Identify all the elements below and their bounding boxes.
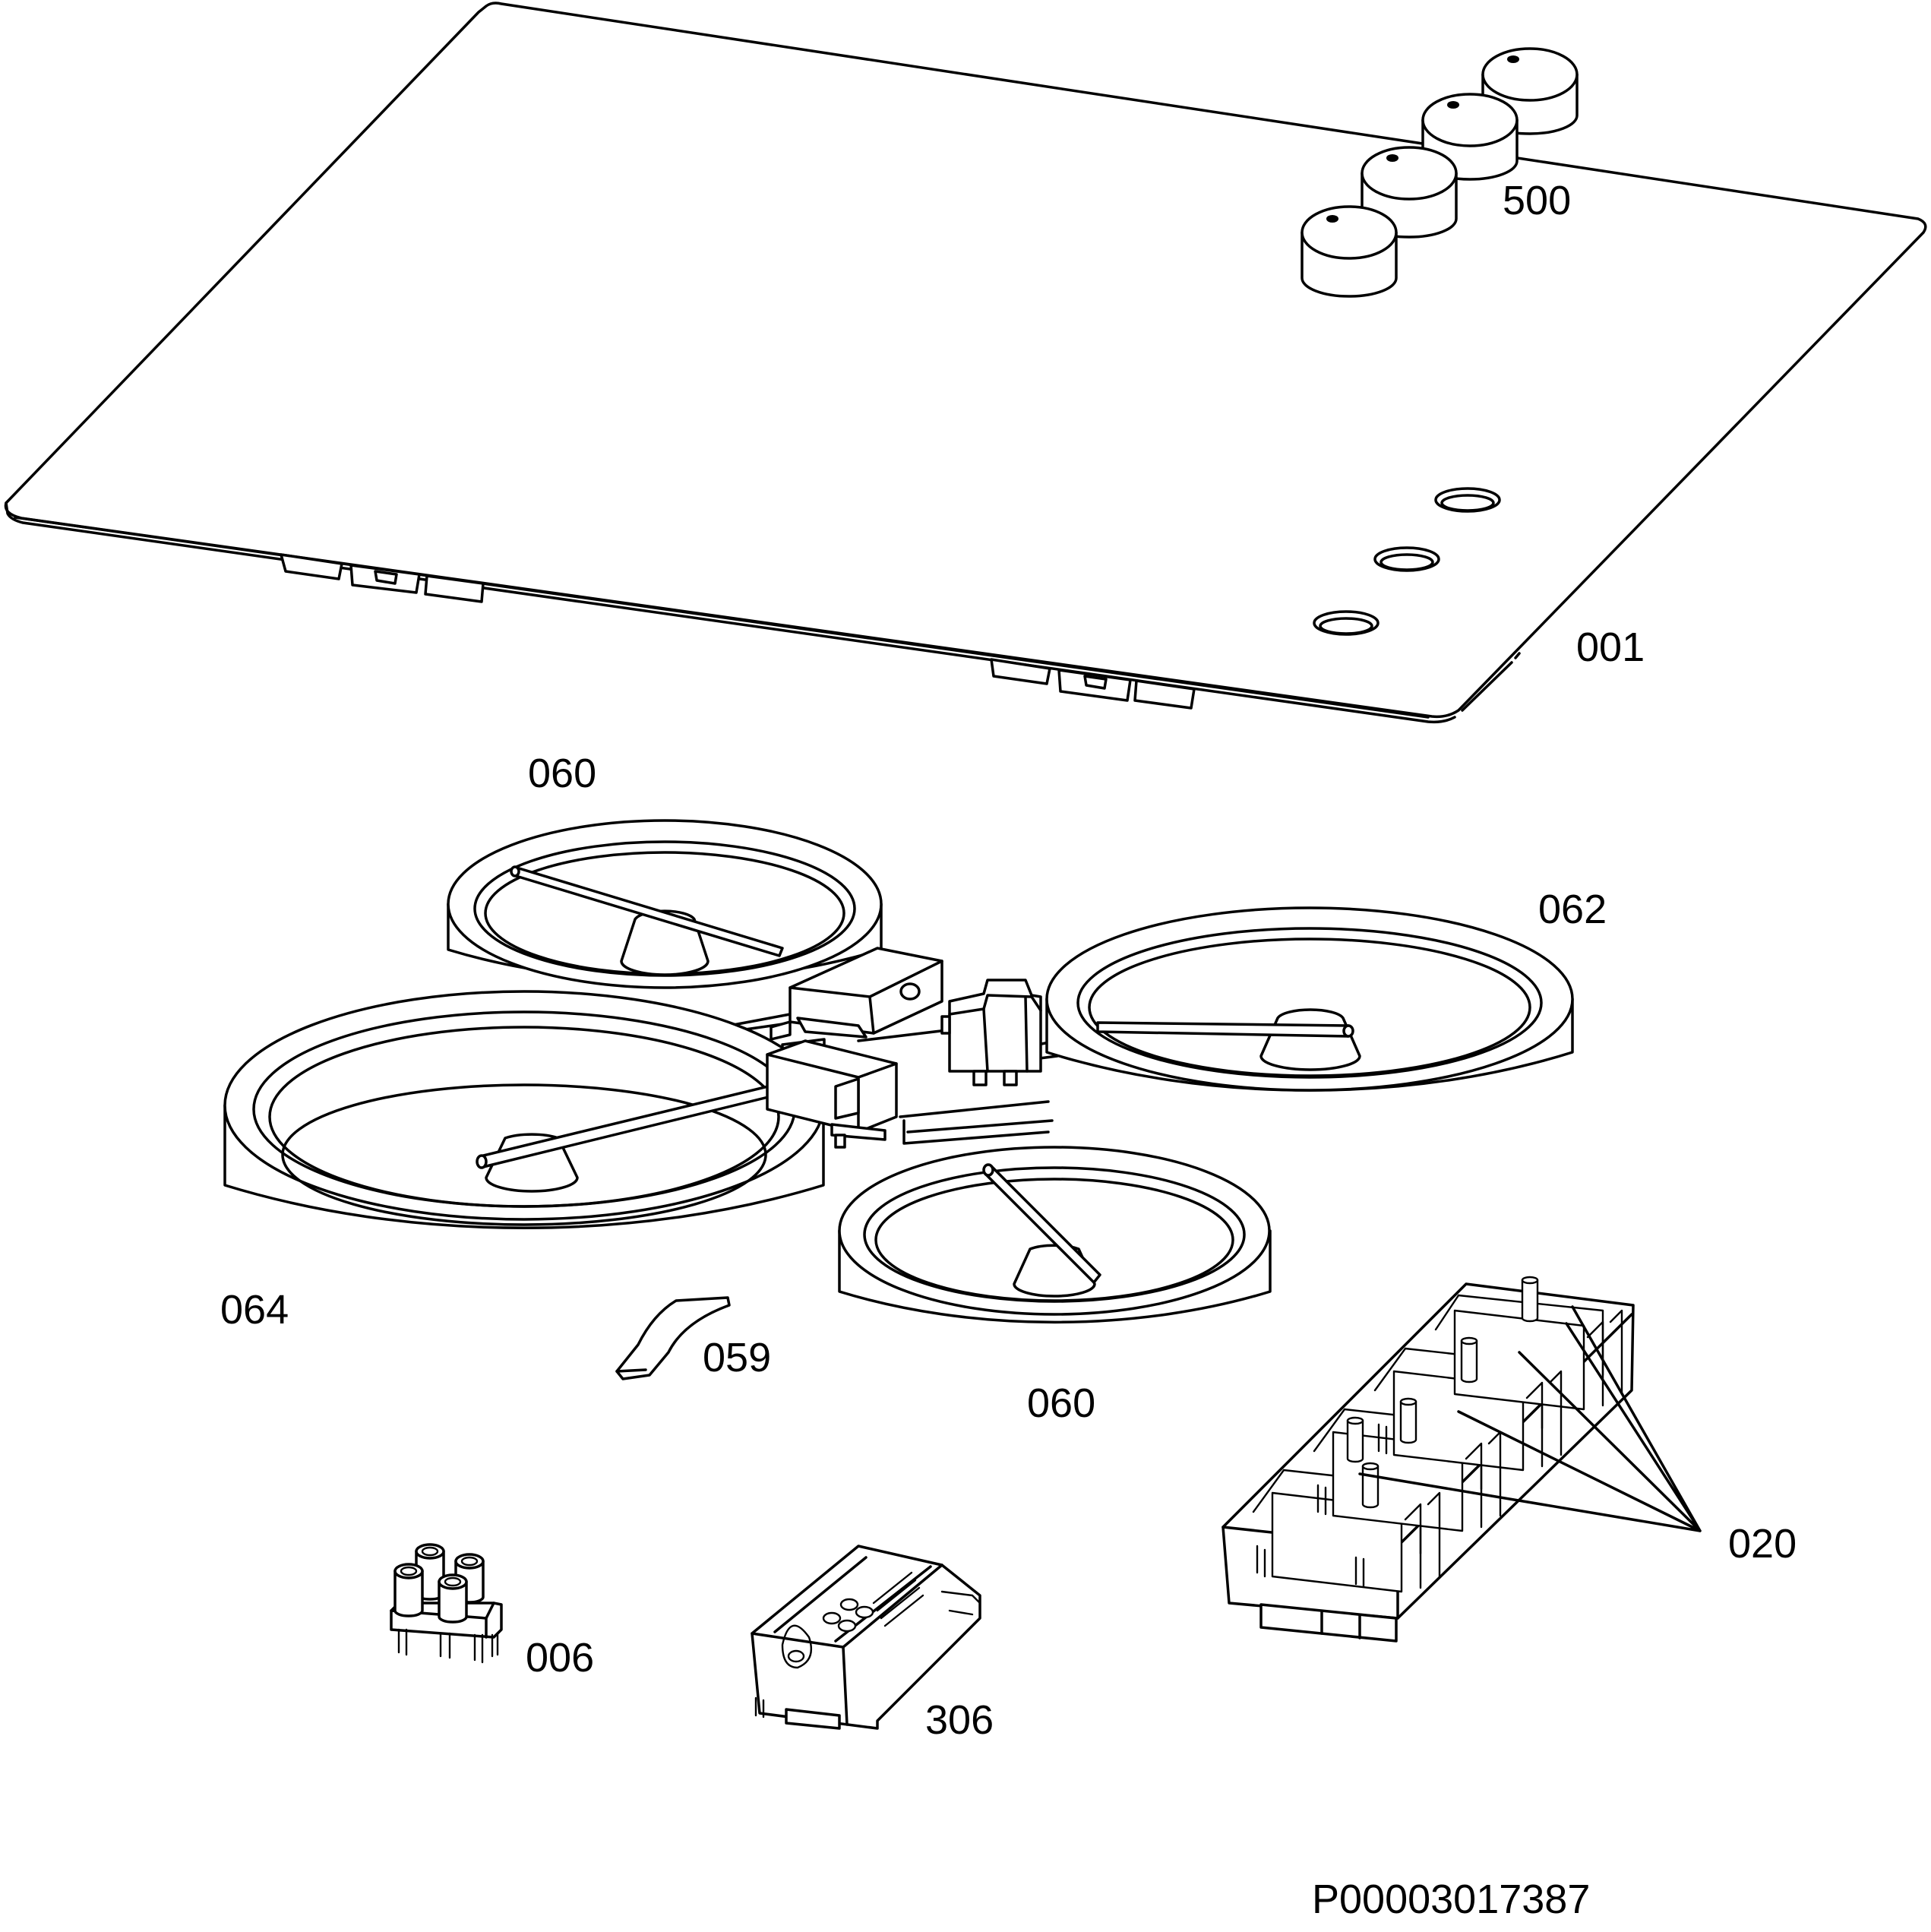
callout-020: 020	[1728, 1521, 1797, 1567]
hotplate-rear-right	[1045, 906, 1574, 1092]
control-knobs	[1301, 47, 1579, 298]
terminal-block	[390, 1543, 503, 1664]
connector-pin	[822, 1598, 874, 1633]
callout-001: 001	[1576, 625, 1645, 670]
callout-306: 306	[925, 1697, 994, 1743]
knob-hole	[1373, 546, 1440, 572]
callout-062: 062	[1538, 887, 1607, 932]
terminal-post	[438, 1573, 468, 1624]
regulator-spindle	[1361, 1462, 1380, 1509]
callout-059: 059	[703, 1335, 771, 1380]
knob-hole	[1434, 487, 1501, 513]
cable-strip	[615, 1296, 731, 1380]
callout-060-front: 060	[1027, 1380, 1095, 1426]
drawing-code: P00003017387	[1312, 1877, 1590, 1922]
plate-limiter	[766, 1039, 898, 1149]
knob-hole	[1313, 610, 1380, 636]
callout-064: 064	[220, 1287, 289, 1333]
connector-block	[751, 1545, 981, 1730]
regulator-spindle	[1460, 1336, 1478, 1383]
mounting-clip	[280, 553, 485, 603]
regulator-spindle	[1346, 1416, 1364, 1463]
regulator-spindle	[1399, 1397, 1417, 1444]
terminal-post	[393, 1563, 424, 1617]
glass-top	[4, 2, 1927, 724]
callout-060-rear: 060	[528, 751, 596, 796]
mounting-clip	[990, 658, 1196, 710]
hotplate-front-right	[838, 1146, 1272, 1324]
regulator-spindle	[1521, 1276, 1539, 1323]
hotplate-rear-left	[447, 819, 883, 989]
plate-limiter	[940, 979, 1042, 1086]
energy-regulators	[1221, 1276, 1702, 1643]
callout-006: 006	[526, 1635, 594, 1681]
knob	[1301, 205, 1398, 298]
hotplate-front-left	[223, 990, 825, 1230]
callout-500: 500	[1503, 178, 1571, 223]
